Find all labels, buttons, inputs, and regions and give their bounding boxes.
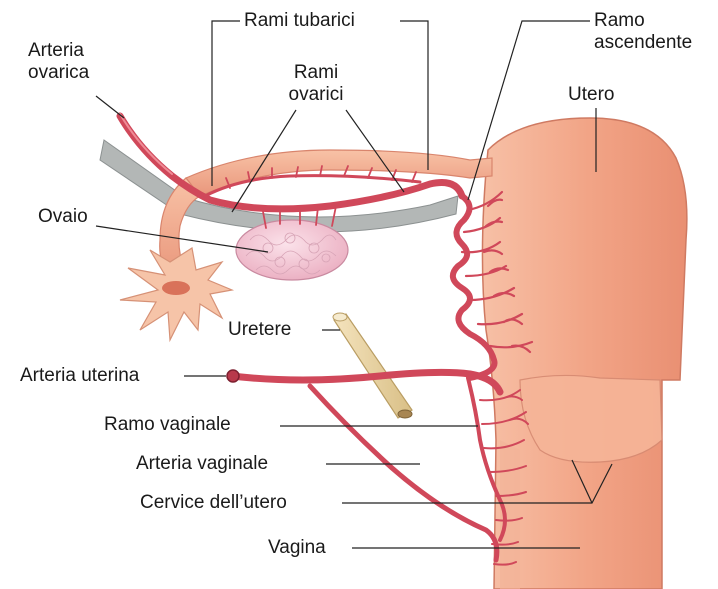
label-rami-ovarici: Rami ovarici [276, 62, 356, 106]
ureter [333, 313, 412, 418]
label-ramo-ascendente: Ramo ascendente [594, 10, 714, 54]
label-arteria-ovarica: Arteria ovarica [28, 40, 118, 84]
label-ramo: Ramo ascendente [594, 10, 714, 54]
label-arteria-uterina: Arteria uterina [20, 365, 139, 387]
label-ramo-vaginale: Ramo vaginale [104, 414, 231, 436]
label-vagina: Vagina [268, 537, 326, 559]
label-ovaio: Ovaio [38, 206, 88, 228]
fimbriae [120, 248, 232, 340]
label-arteria-vaginale: Arteria vaginale [136, 453, 268, 475]
uterine-artery-cut-end [227, 370, 239, 382]
label-cervice-utero: Cervice dell’utero [140, 492, 287, 514]
uterus [482, 118, 686, 589]
label-uretere: Uretere [228, 319, 291, 341]
label-rami-tubarici: Rami tubarici [244, 10, 355, 32]
label-utero: Utero [568, 84, 614, 106]
